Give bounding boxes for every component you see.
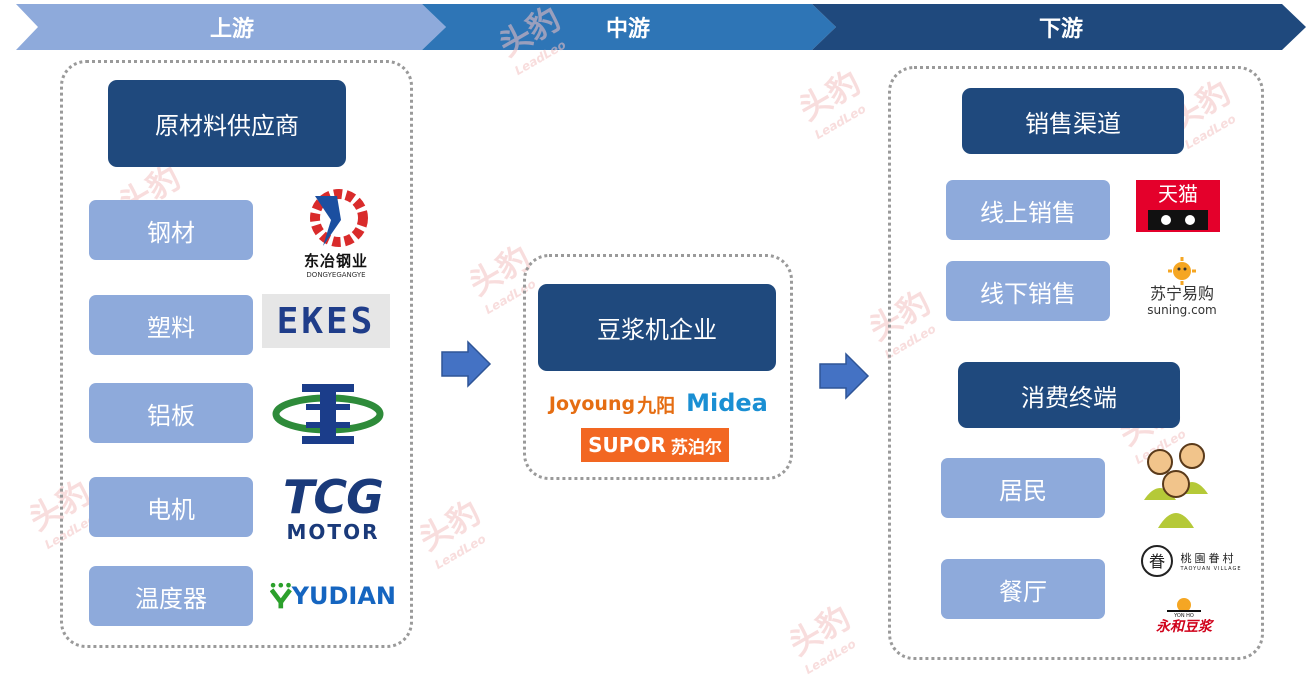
sun-icon [1168, 257, 1196, 285]
stage-banner [16, 4, 1306, 50]
yonghe-mark-icon [1167, 598, 1201, 612]
upstream-item-thermostat: 温度器 [89, 566, 253, 626]
soymilk-maker-enterprise-header: 豆浆机企业 [538, 284, 776, 371]
people-icon [1144, 443, 1208, 528]
upstream-group [60, 60, 413, 648]
midstream-group [523, 254, 793, 480]
consumer-item-restaurant: 餐厅 [941, 559, 1105, 619]
midea-logo: Midea [686, 389, 768, 417]
yonghe-soymilk-logo: YON HO 永和豆浆 [1136, 590, 1232, 638]
stage-midstream: 中游 [605, 17, 650, 42]
downstream-group [888, 66, 1264, 660]
yudian-mark-icon [270, 582, 292, 609]
sales-item-online: 线上销售 [946, 180, 1110, 240]
taoyuan-village-logo: 眷 桃園眷村 TAOYUAN VILLAGE [1126, 542, 1256, 580]
upstream-item-steel: 钢材 [89, 200, 253, 260]
yudian-logo: YUDIAN [270, 576, 396, 616]
taoyuan-emblem-icon: 眷 [1141, 545, 1174, 577]
stage-upstream: 上游 [209, 17, 254, 42]
aluminum-supplier-logo [272, 380, 384, 446]
supor-logo: SUPOR 苏泊尔 [581, 428, 729, 462]
upstream-item-motor: 电机 [89, 477, 253, 537]
suning-logo: 苏宁易购 suning.com [1140, 254, 1224, 320]
arrow-right-icon [441, 340, 492, 388]
arrow-right-icon [819, 352, 870, 400]
upstream-item-plastic: 塑料 [89, 295, 253, 355]
joyoung-logo: Joyoung 九阳 [548, 393, 676, 417]
svg-text:眷: 眷 [1149, 552, 1165, 571]
aluminum-emblem-icon [272, 384, 384, 444]
dongye-steel-logo: 东冶钢业 DONGYEGANGYE [288, 186, 384, 280]
upstream-item-aluminum: 铝板 [89, 383, 253, 443]
raw-material-supplier-header: 原材料供应商 [108, 80, 346, 167]
ekes-logo: EKES [262, 294, 390, 348]
gear-icon [310, 188, 368, 247]
consumer-item-residents: 居民 [941, 458, 1105, 518]
sales-item-offline: 线下销售 [946, 261, 1110, 321]
tmall-logo: 天猫 [1136, 180, 1220, 232]
tcg-motor-logo: TCG MOTOR [283, 470, 384, 544]
cat-icon [1148, 210, 1208, 230]
stage-downstream: 下游 [1038, 17, 1083, 42]
sales-channel-header: 销售渠道 [962, 88, 1184, 154]
consumer-terminal-header: 消费终端 [958, 362, 1180, 428]
